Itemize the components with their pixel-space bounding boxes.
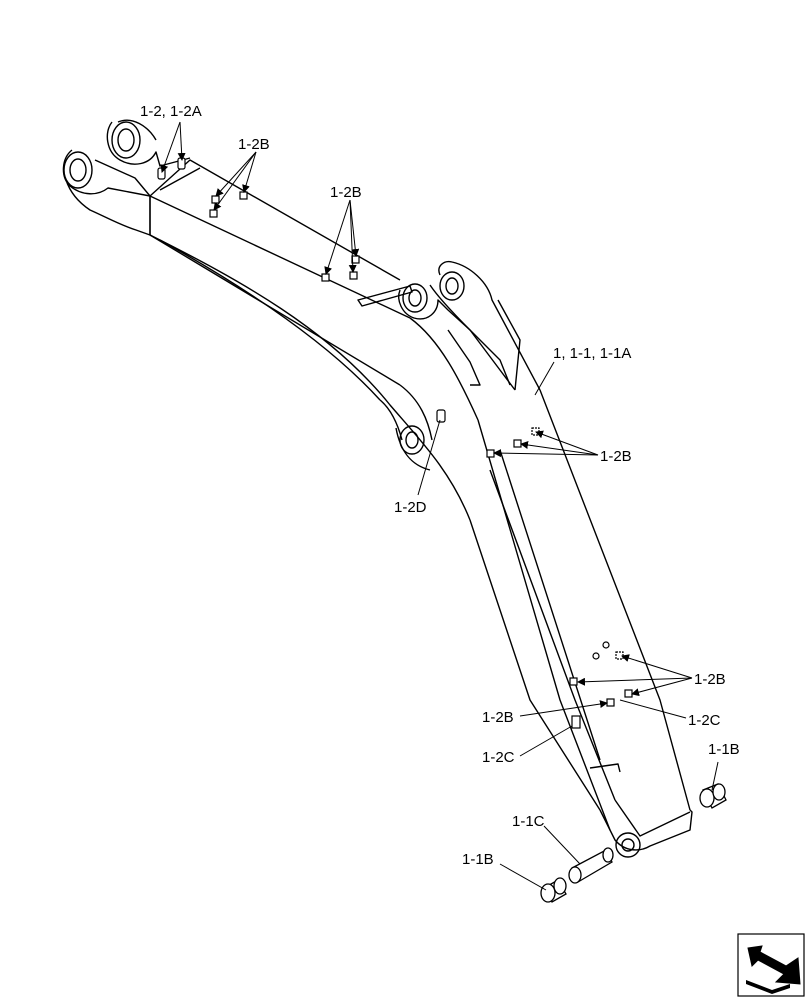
- fitting: [624, 689, 633, 698]
- hole: [602, 641, 610, 649]
- fitting: [211, 195, 220, 204]
- callout-label: 1-1B: [708, 741, 740, 758]
- callout-label: 1-2B: [238, 136, 270, 153]
- hole: [592, 652, 600, 660]
- callout-label: 1-2C: [688, 712, 721, 729]
- pin-1-1C: [568, 847, 614, 884]
- fitting: [606, 698, 615, 707]
- pin-1-2D: [436, 409, 446, 423]
- leader-lines: [160, 121, 719, 891]
- callout-label: 1-2C: [482, 749, 515, 766]
- callout-label: 1-2B: [330, 184, 362, 201]
- fitting: [486, 449, 495, 458]
- return-arrow-icon[interactable]: [737, 933, 805, 997]
- callout-label: 1, 1-1, 1-1A: [553, 345, 631, 362]
- loose-parts: [540, 783, 727, 903]
- callout-label: 1-2B: [694, 671, 726, 688]
- bushing-1-1B-right: [699, 783, 727, 809]
- callout-label: 1-1B: [462, 851, 494, 868]
- callout-labels: 1-2, 1-2A 1-2B 1-2B 1, 1-1, 1-1A 1-2B 1-…: [140, 103, 740, 868]
- fitting: [615, 651, 624, 660]
- fitting: [513, 439, 522, 448]
- callout-label: 1-2, 1-2A: [140, 103, 202, 120]
- fitting: [239, 191, 248, 200]
- fitting: [531, 427, 540, 436]
- callout-label: 1-2B: [600, 448, 632, 465]
- callout-label: 1-1C: [512, 813, 545, 830]
- plate-1-2C: [571, 715, 581, 729]
- fitting: [209, 209, 218, 218]
- fitting: [349, 271, 358, 280]
- callout-label: 1-2B: [482, 709, 514, 726]
- fitting: [569, 677, 578, 686]
- grease-nipple: [157, 167, 166, 180]
- bushing-1-1B-left: [540, 877, 567, 903]
- fitting: [321, 273, 330, 282]
- boom-arm: [62, 119, 693, 858]
- callout-label: 1-2D: [394, 499, 427, 516]
